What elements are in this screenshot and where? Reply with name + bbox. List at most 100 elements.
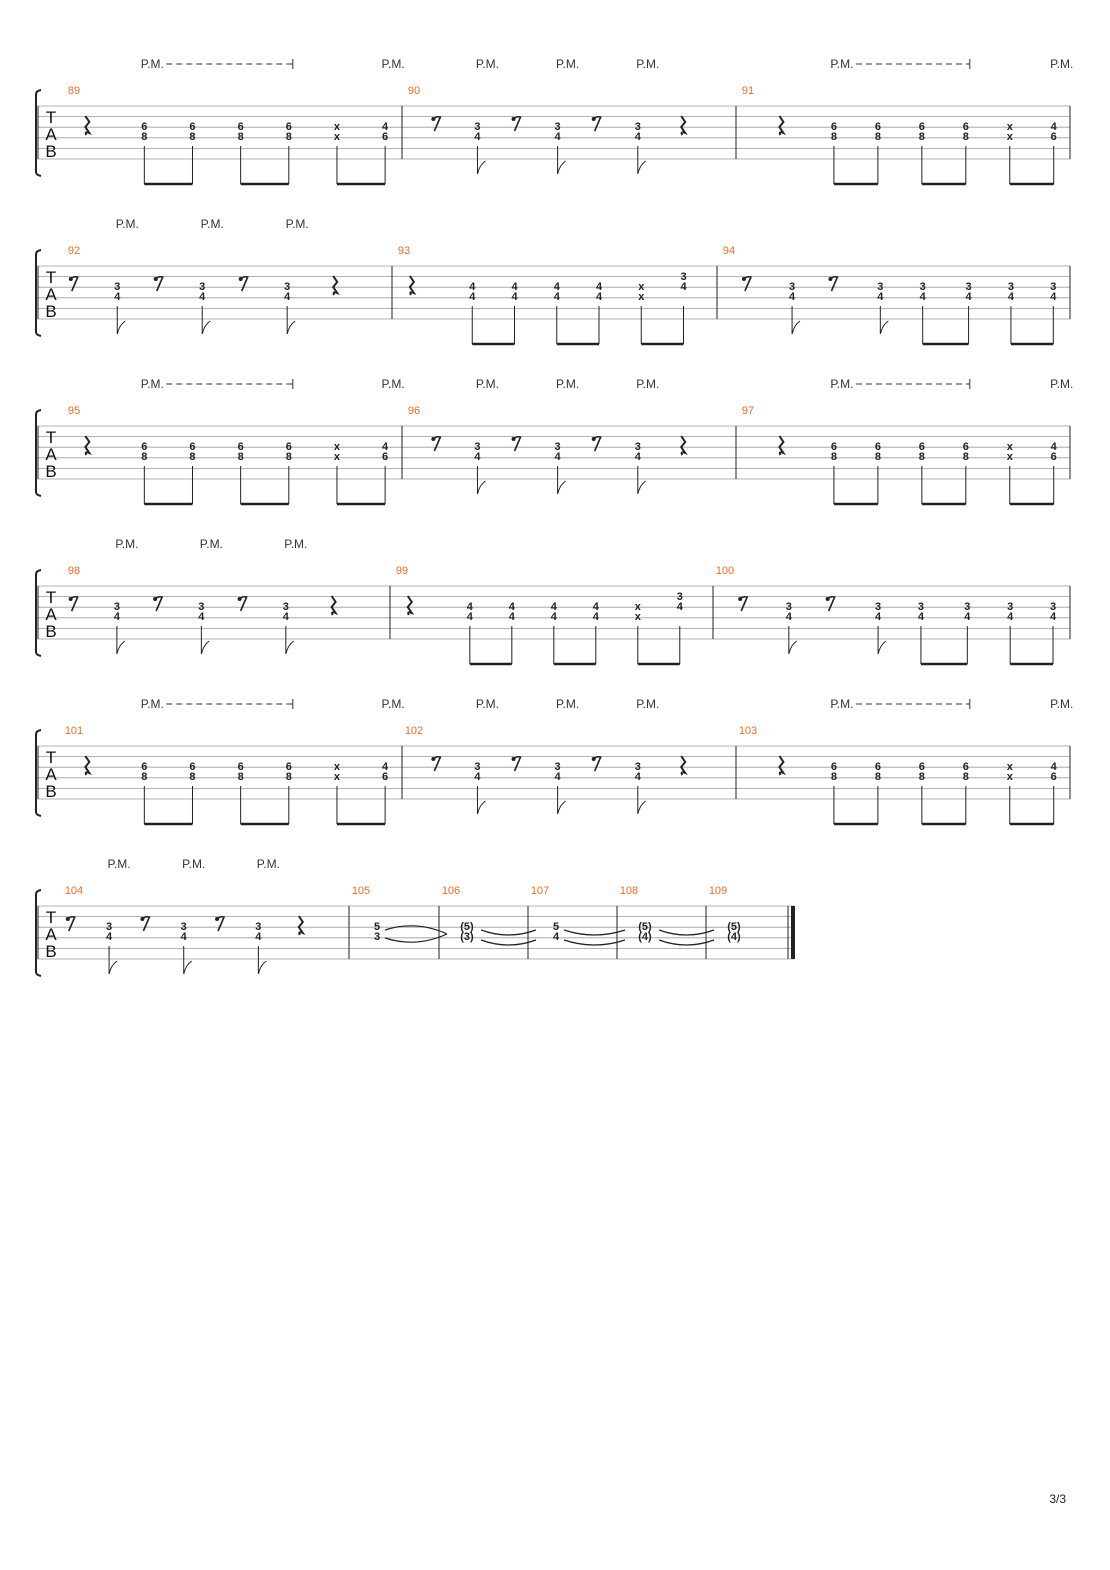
quarter-rest <box>408 275 417 296</box>
fret-number: 6 <box>963 441 969 453</box>
fret-number: 4 <box>382 761 389 773</box>
fret-number: 4 <box>635 131 642 143</box>
fret-number: 3 <box>374 931 380 943</box>
palm-mute-label: P.M. <box>201 217 224 231</box>
fret-number: x <box>334 131 341 143</box>
fret-number: 6 <box>286 121 292 133</box>
fret-number: 6 <box>238 441 244 453</box>
fret-number: 4 <box>596 291 603 303</box>
fret-number: 4 <box>680 281 687 293</box>
eighth-rest-dot <box>431 437 436 441</box>
fret-number: 4 <box>964 611 971 623</box>
tab-clef-letter: B <box>45 622 56 641</box>
fret-number: 6 <box>831 121 837 133</box>
eighth-note-stem <box>791 306 801 335</box>
palm-mute-label: P.M. <box>830 697 853 711</box>
quarter-rest <box>679 755 688 776</box>
fret-number: 6 <box>919 441 925 453</box>
palm-mute-label: P.M. <box>1050 57 1073 71</box>
fret-number: x <box>1007 761 1014 773</box>
measure-number: 106 <box>442 885 460 897</box>
eighth-rest-dot <box>741 277 746 281</box>
fret-number: 3 <box>635 441 641 453</box>
fret-number: 8 <box>831 771 837 783</box>
fret-number: 3 <box>966 281 972 293</box>
fret-number: x <box>1007 121 1014 133</box>
fret-number: 6 <box>141 441 147 453</box>
fret-number: 6 <box>382 771 388 783</box>
fret-number: 6 <box>189 121 195 133</box>
fret-number: 3 <box>964 601 970 613</box>
fret-number: 3 <box>677 591 683 603</box>
tab-clef-letter: A <box>45 605 57 624</box>
eighth-note-stem <box>476 466 486 495</box>
fret-number: 8 <box>831 451 837 463</box>
eighth-note-stem <box>476 786 486 815</box>
fret-number: x <box>1007 441 1014 453</box>
quarter-rest <box>84 115 92 136</box>
tie <box>384 933 448 943</box>
quarter-rest <box>778 115 787 136</box>
fret-number: 6 <box>831 441 837 453</box>
fret-number: x <box>635 611 642 623</box>
fret-number: 4 <box>920 291 927 303</box>
tab-clef-letter: B <box>45 302 56 321</box>
fret-number: 4 <box>181 931 188 943</box>
eighth-rest-dot <box>215 917 220 921</box>
fret-number: 4 <box>551 601 558 613</box>
eighth-rest-dot <box>238 277 243 281</box>
palm-mute-label: P.M. <box>200 537 223 551</box>
eighth-note-stem <box>257 946 267 975</box>
fret-number: 3 <box>680 271 686 283</box>
system-bracket <box>35 729 42 817</box>
fret-number: (5) <box>460 921 474 933</box>
fret-number: 4 <box>875 611 882 623</box>
fret-number: 4 <box>1008 291 1015 303</box>
fret-number: 4 <box>635 771 642 783</box>
palm-mute-label: P.M. <box>286 217 309 231</box>
eighth-note-stem <box>637 466 647 495</box>
tie <box>658 939 715 946</box>
fret-number: 3 <box>555 761 561 773</box>
eighth-note-stem <box>285 626 295 655</box>
fret-number: 6 <box>1051 131 1057 143</box>
palm-mute-label: P.M. <box>476 57 499 71</box>
page-number: 3/3 <box>1049 1492 1066 1506</box>
quarter-rest <box>679 435 688 456</box>
fret-number: 4 <box>283 611 290 623</box>
fret-number: 3 <box>198 601 204 613</box>
quarter-rest <box>84 435 92 456</box>
measure-number: 89 <box>68 85 80 97</box>
palm-mute-label: P.M. <box>382 377 405 391</box>
fret-number: 4 <box>551 611 558 623</box>
fret-number: x <box>334 441 341 453</box>
palm-mute-label: P.M. <box>382 697 405 711</box>
system-bracket <box>35 249 42 337</box>
fret-number: 3 <box>283 601 289 613</box>
eighth-rest-dot <box>65 917 70 921</box>
fret-number: 4 <box>555 771 562 783</box>
palm-mute-label: P.M. <box>830 377 853 391</box>
eighth-note-stem <box>557 146 566 175</box>
fret-number: 4 <box>786 611 793 623</box>
fret-number: 4 <box>1051 441 1058 453</box>
tie <box>563 929 626 936</box>
palm-mute-label: P.M. <box>284 537 307 551</box>
fret-number: 8 <box>189 131 195 143</box>
fret-number: 4 <box>789 291 796 303</box>
fret-number: 8 <box>831 131 837 143</box>
fret-number: 6 <box>963 761 969 773</box>
palm-mute-label: P.M. <box>830 57 853 71</box>
eighth-note-stem <box>877 626 887 655</box>
fret-number: 8 <box>141 131 147 143</box>
tab-clef-letter: A <box>45 925 57 944</box>
tie <box>563 939 626 946</box>
fret-number: 6 <box>238 121 244 133</box>
fret-number: 3 <box>789 281 795 293</box>
fret-number: 6 <box>382 451 388 463</box>
palm-mute-label: P.M. <box>115 537 138 551</box>
fret-number: 4 <box>474 451 481 463</box>
fret-number: 4 <box>509 611 516 623</box>
fret-number: 8 <box>963 771 969 783</box>
